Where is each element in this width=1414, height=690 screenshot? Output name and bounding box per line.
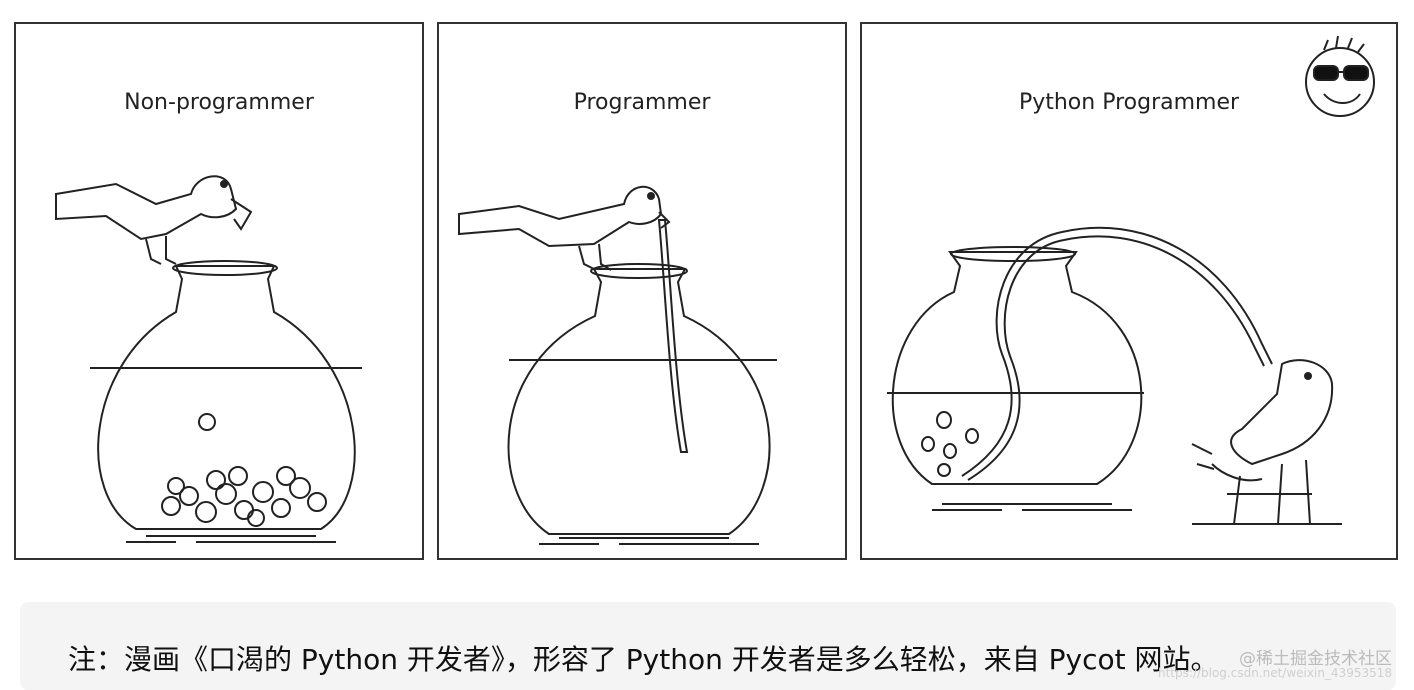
crow [458, 185, 671, 271]
python-programmer-illustration [887, 35, 1375, 525]
straw [961, 226, 1273, 477]
sunglasses-face-icon [1305, 35, 1375, 117]
caption-box: 注：漫画《口渴的 Python 开发者》，形容了 Python 开发者是多么轻松… [20, 602, 1396, 690]
caption-text: 注：漫画《口渴的 Python 开发者》，形容了 Python 开发者是多么轻松… [68, 643, 1219, 676]
straw [657, 219, 689, 453]
non-programmer-illustration [55, 175, 362, 543]
comic-panel-python-programmer: Python Programmer [860, 22, 1398, 560]
crow-on-chair [1191, 359, 1334, 525]
panel-title: Programmer [573, 90, 711, 115]
panel-title: Python Programmer [1018, 90, 1240, 115]
vase-outline [507, 268, 771, 535]
watermark: @稀土掘金技术社区 [1239, 649, 1392, 669]
watermark-url: https://blog.csdn.net/weixin_43953518 [1157, 666, 1392, 680]
pebbles [161, 413, 327, 527]
programmer-illustration [458, 185, 777, 545]
pebbles [921, 411, 979, 477]
comic-panel-programmer: Programmer [437, 22, 847, 560]
flask-outline [891, 251, 1143, 485]
panel-title: Non-programmer [124, 90, 314, 115]
comic-panel-non-programmer: Non-programmer [14, 22, 424, 560]
crow [55, 175, 253, 265]
vase-outline [97, 265, 356, 530]
